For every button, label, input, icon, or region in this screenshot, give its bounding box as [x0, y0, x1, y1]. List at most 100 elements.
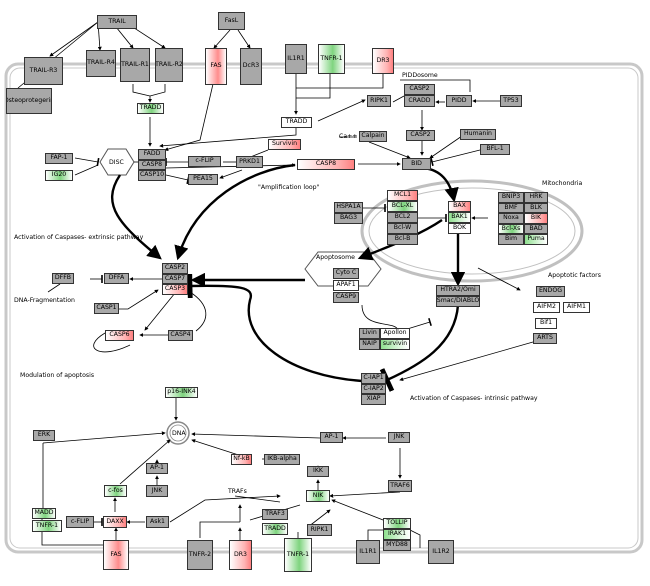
endog-node: ENDOG — [536, 286, 565, 297]
casp8-node: CASP8 — [138, 160, 166, 170]
noxa-node: Noxa — [498, 213, 524, 224]
jnk-right-node: JNK — [388, 432, 410, 443]
puma-node: Puma — [524, 234, 548, 245]
tnfr1-left-node: TNFR-1 — [32, 520, 62, 532]
myd88-node: MYD88 — [383, 540, 411, 551]
blk-node: BLK — [524, 203, 548, 213]
madd-node: MADD — [32, 508, 56, 519]
traf6-node: TRAF6 — [388, 480, 412, 492]
casp2-exec-node: CASP2 — [162, 263, 188, 274]
dffb-node: DFFB — [52, 273, 74, 284]
irak1-node: IRAK1 — [383, 529, 411, 540]
xiap-node: XIAP — [361, 394, 386, 405]
hspa1a-node: HSPA1A — [334, 202, 363, 213]
casp10-node: CASP10 — [138, 170, 166, 181]
dffa-node: DFFA — [104, 273, 129, 284]
dna-fragmentation-label: DNA-Fragmentation — [14, 297, 75, 304]
nfkb-node: Nf-kB — [231, 454, 252, 465]
casp2-node: CASP2 — [406, 130, 435, 141]
mcl1-node: MCL1 — [387, 190, 418, 201]
casp9-node: CASP9 — [333, 292, 359, 303]
cflip-top-node: c-FLIP — [188, 156, 221, 167]
ripk1-top-node: RIPK1 — [367, 95, 391, 107]
ciap1-node: C-IAP1 — [361, 373, 386, 384]
calcium-label: Ca++ — [339, 133, 358, 140]
hrk-node: HRK — [524, 192, 548, 203]
apoptotic-factors-label: Apoptotic factors — [548, 272, 601, 279]
intrinsic-pathway-label: Activation of Caspases- intrinsic pathwa… — [410, 395, 538, 402]
casp8-mid-node: CASP8 — [297, 159, 355, 170]
humanin-node: Humanin — [460, 129, 496, 140]
cradd-node: CRADD — [404, 95, 435, 107]
disc-label: DISC — [109, 159, 124, 166]
trail-r2-node: TRAIL-R2 — [155, 48, 183, 82]
aifm1-node: AIFM1 — [563, 302, 590, 313]
trail-r4-node: TRAIL-R4 — [86, 50, 116, 77]
prkd1-node: PRKD1 — [236, 156, 263, 168]
ciap2-node: C-IAP2 — [361, 384, 386, 394]
bclw-node: Bcl-W — [387, 223, 418, 234]
fap1-node: FAP-1 — [45, 153, 73, 164]
il1r2-node: IL1R2 — [428, 540, 454, 564]
fadd-node: FADD — [138, 149, 166, 160]
dna-label: DNA — [172, 430, 186, 437]
bak1-node: BAK1 — [448, 212, 471, 223]
p16-node: p16-INK4 — [165, 387, 198, 398]
aifm2-node: AIFM2 — [533, 302, 560, 313]
bok-node: BOK — [448, 223, 471, 234]
arts-node: ARTS — [533, 333, 557, 344]
pea15-node: PEA15 — [188, 174, 218, 185]
calpain-node: Calpain — [359, 131, 387, 142]
survivin-top-node: Survivin — [268, 139, 301, 150]
cytoc-node: Cyto C — [333, 268, 359, 279]
pidd-node: PIDD — [446, 95, 472, 107]
casp2-piddosome-node: CASP2 — [404, 84, 435, 95]
ask1-node: Ask1 — [146, 516, 169, 528]
tnfr1-bottom-node: TNFR-1 — [284, 538, 312, 572]
ripk1-bottom-node: RIPK1 — [307, 524, 332, 536]
il1r1-bottom-node: IL1R1 — [356, 540, 380, 564]
fasl-node: FasL — [218, 12, 245, 30]
bim-node: Bim — [498, 234, 524, 245]
casp1-node: CASP1 — [94, 303, 119, 314]
nik-node: NIK — [306, 490, 330, 502]
casp7-node: CASP7 — [162, 274, 188, 284]
bif1-node: Bif1 — [535, 318, 557, 329]
bclb-node: Bcl-B — [387, 234, 418, 245]
casp4-node: CASP4 — [168, 330, 193, 341]
daxx-node: DAXX — [103, 516, 127, 528]
trail-node: TRAIL — [97, 15, 137, 29]
amplification-loop-label: "Amplification loop" — [258, 184, 320, 191]
fas-receptor-top-node: FAS — [205, 48, 227, 85]
survivin-iap-node: survivin — [380, 339, 410, 350]
trafs-label: TRAFs — [228, 488, 247, 495]
bax-node: BAX — [448, 201, 471, 212]
tnfr2-node: TNFR-2 — [187, 540, 213, 570]
il1r1-top-node: IL1R1 — [285, 44, 307, 74]
casp3-node: CASP3 — [162, 284, 188, 295]
jnk-left-node: JNK — [146, 485, 168, 497]
bnip3-node: BNIP3 — [498, 192, 524, 203]
ap1-node: AP-1 — [320, 432, 343, 443]
tradd-mid-node: TRADD — [281, 117, 312, 128]
ikk-node: IKK — [307, 466, 329, 477]
casp6-node: CASP6 — [105, 330, 134, 341]
tp53-node: TP53 — [500, 95, 522, 107]
bclxl-node: BCL-XL — [387, 201, 418, 212]
tollip-node: TOLLIP — [383, 518, 411, 529]
bik-node: BIK — [524, 213, 548, 224]
piddosome-label: PIDDosome — [402, 72, 438, 79]
cfos-node: c-fos — [104, 485, 127, 497]
trail-r3-node: TRAIL-R3 — [24, 57, 63, 85]
htra2-node: HTRA2/Omi — [436, 285, 480, 296]
livin-node: Livin — [359, 328, 380, 339]
extrinsic-pathway-label: Activation of Caspases- extrinsic pathwa… — [14, 234, 144, 241]
cflip-bottom-node: c-FLIP — [66, 516, 94, 528]
bclxs-node: Bcl-Xs — [498, 224, 524, 234]
osteoprotegerin-node: Osteoprotegerin — [6, 88, 52, 114]
dcr3-node: DcR3 — [240, 48, 262, 85]
apollon-node: Apollon — [380, 328, 410, 339]
bmf-node: BMF — [498, 203, 524, 213]
bag3-node: BAG3 — [334, 213, 363, 224]
